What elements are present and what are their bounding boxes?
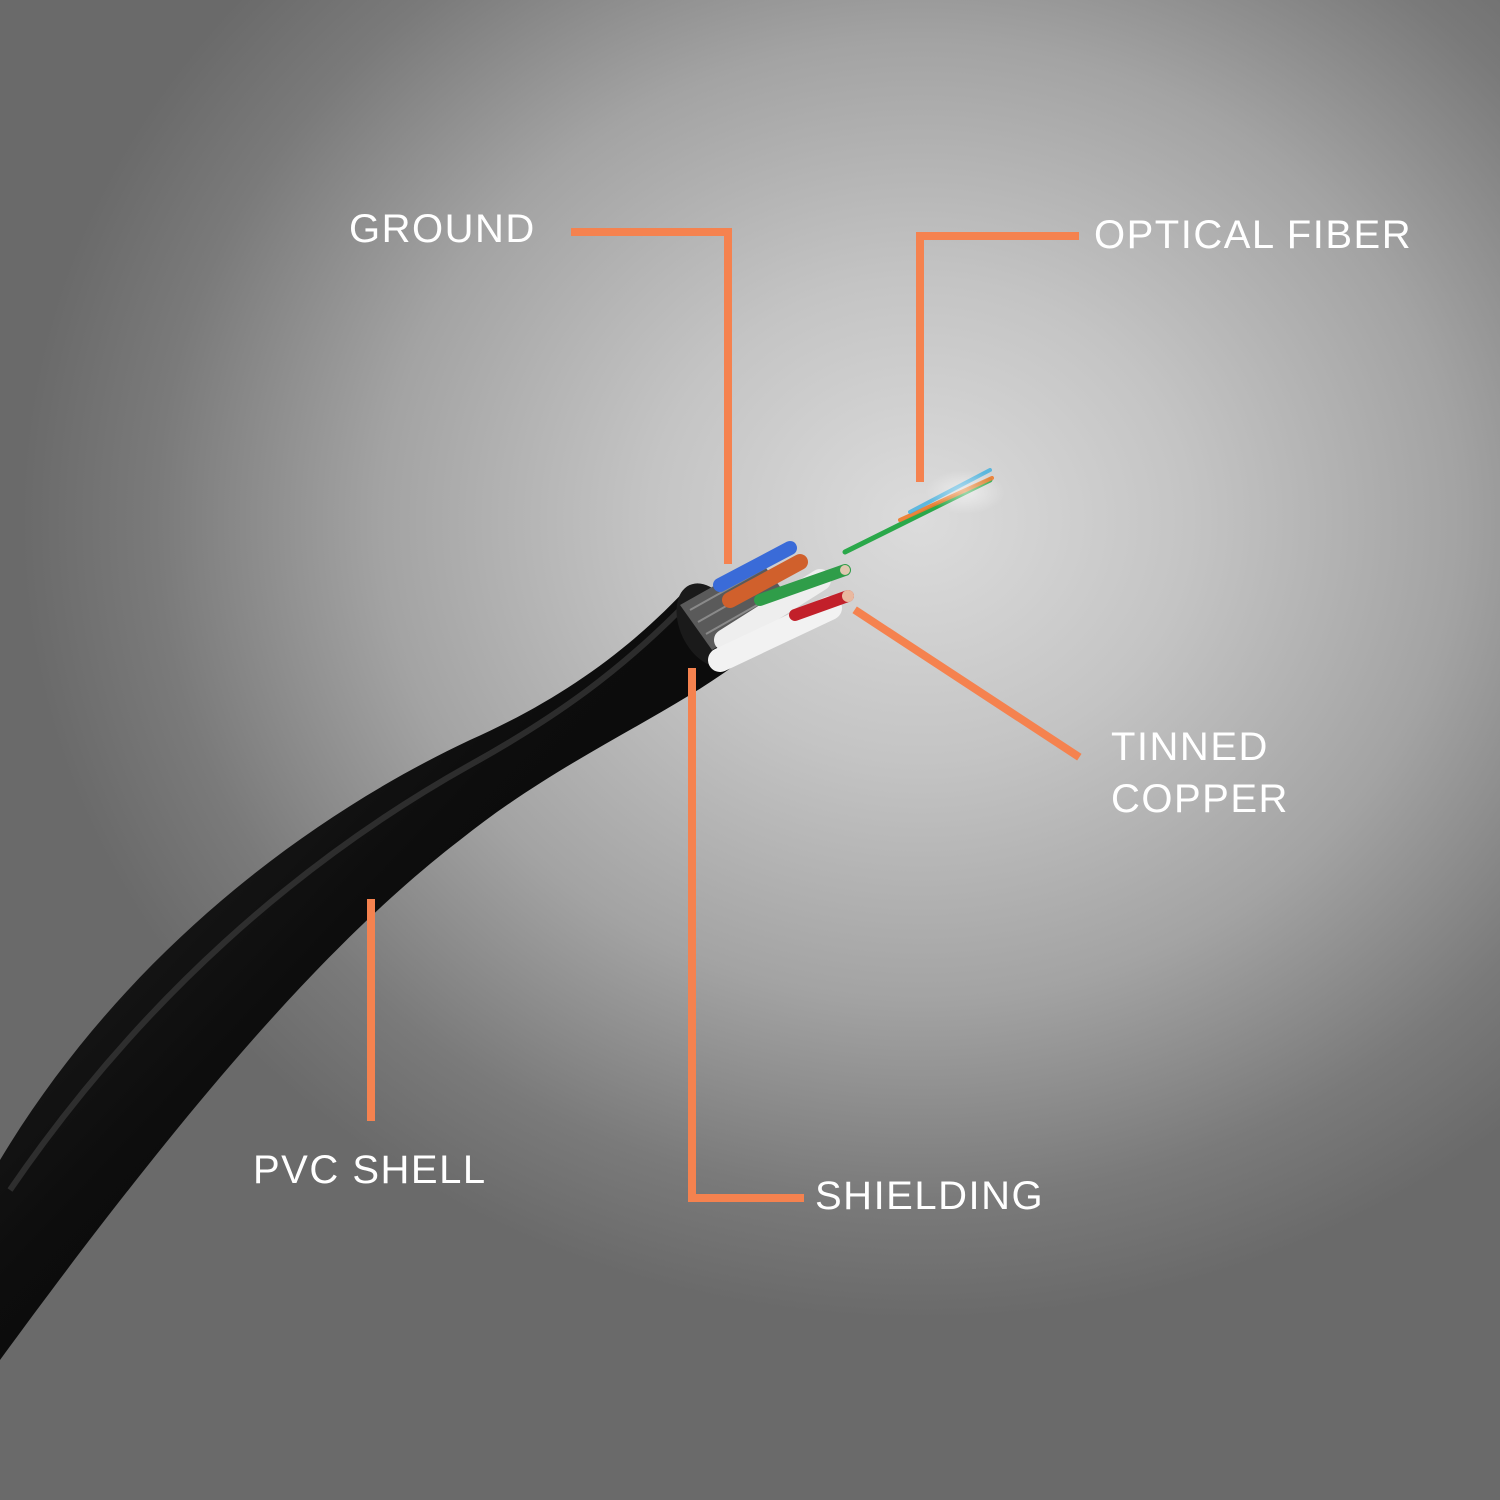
shielding-leader — [688, 668, 804, 1202]
conductor-green — [754, 564, 851, 606]
conductor-orange — [722, 554, 808, 608]
leader-lines — [367, 228, 1082, 1202]
tinned-copper-label: TINNED COPPER — [1111, 725, 1289, 821]
tinned-copper-leader — [852, 606, 1082, 761]
conductor-red — [789, 590, 854, 621]
ground-leader — [571, 228, 732, 564]
pvc-shell-label: PVC SHELL — [253, 1148, 487, 1192]
ground-label: GROUND — [349, 207, 536, 251]
optical-fiber-leader — [916, 232, 1079, 482]
optical-fiber-label: OPTICAL FIBER — [1094, 213, 1413, 257]
cable-jacket — [0, 585, 735, 1360]
ground-wire — [713, 541, 797, 592]
shielding-label: SHIELDING — [815, 1174, 1045, 1218]
conductor-white-b — [708, 596, 842, 672]
cable-jacket-highlight — [7, 607, 683, 1192]
